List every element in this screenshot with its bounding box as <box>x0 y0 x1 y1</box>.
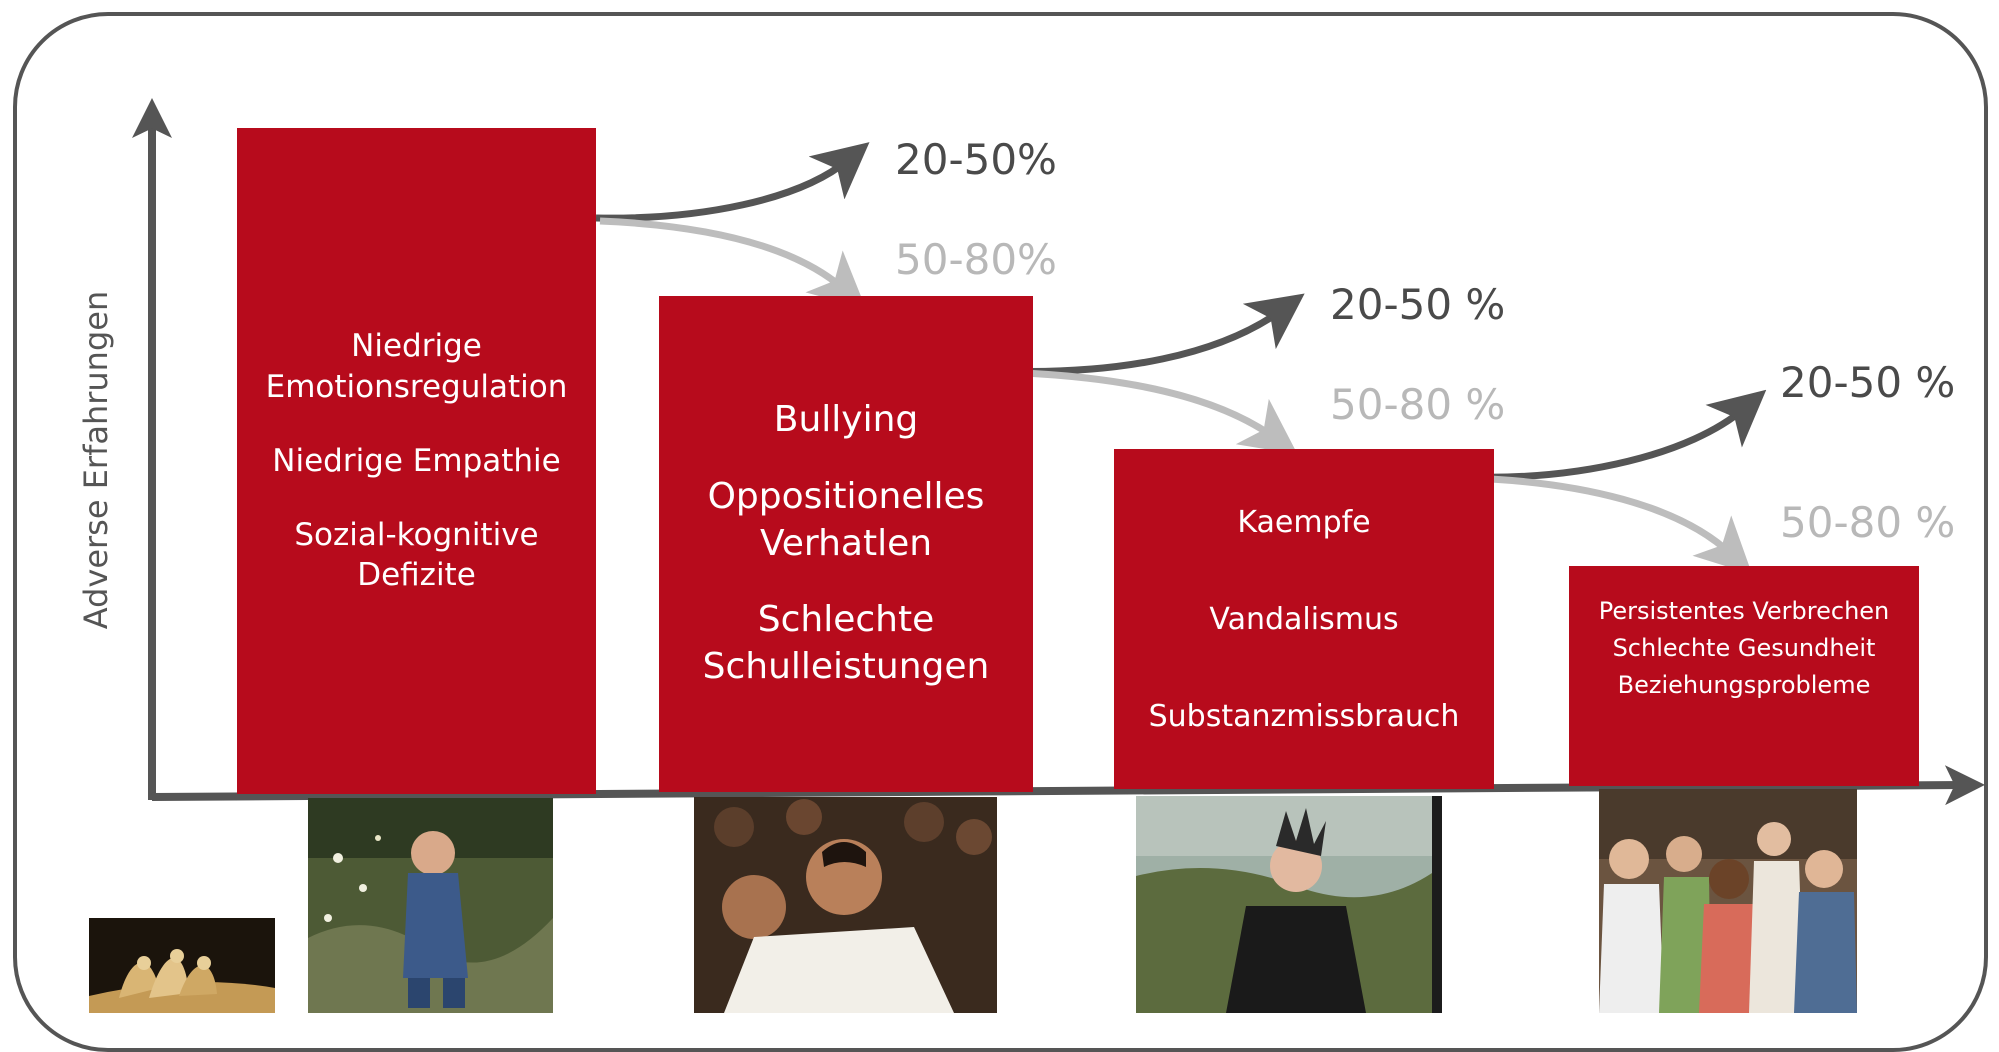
stage-2-item: Oppositionelles Verhatlen <box>707 475 985 564</box>
stage-box-4: Persistentes Verbrechen Schlechte Gesund… <box>1569 566 1919 786</box>
transition-2-down-label: 50-80 % <box>1330 380 1506 429</box>
young-adults-photo <box>1599 789 1857 1013</box>
arrow-down-2 <box>999 368 1298 455</box>
arrow-down-3 <box>1469 474 1753 575</box>
arrow-up-2 <box>999 293 1305 375</box>
punk-teen-photo <box>1136 796 1442 1013</box>
diagram-arrows <box>132 98 1985 806</box>
stage-4-item: Schlechte Gesundheit <box>1612 634 1876 663</box>
transition-3-up-label: 20-50 % <box>1780 358 1956 407</box>
stage-box-2: Bullying Oppositionelles Verhatlen Schle… <box>659 296 1033 792</box>
stage-box-1: Niedrige Emotionsregulation Niedrige Emp… <box>237 128 596 794</box>
transition-1-down-label: 50-80% <box>895 235 1057 284</box>
stage-1-item: Niedrige Emotionsregulation <box>265 328 568 405</box>
transition-2-up-label: 20-50 % <box>1330 280 1506 329</box>
arrow-up-3 <box>1469 389 1767 481</box>
schoolchildren-photo <box>694 797 997 1013</box>
transition-3-down-label: 50-80 % <box>1780 498 1956 547</box>
stage-3-item: Kaempfe <box>1237 504 1371 540</box>
stage-4-item: Beziehungsprobleme <box>1617 671 1871 700</box>
stage-2-item: Bullying <box>773 399 919 440</box>
stage-1-item: Sozial-kognitive Defizite <box>294 517 539 594</box>
stage-1-item: Niedrige Empathie <box>272 442 561 479</box>
stage-box-3: Kaempfe Vandalismus Substanzmissbrauch <box>1114 449 1494 789</box>
stage-2-item: Schlechte Schulleistungen <box>702 599 990 688</box>
stage-3-item: Substanzmissbrauch <box>1148 698 1460 734</box>
arrow-down-1 <box>599 217 866 309</box>
arrow-up-1 <box>595 142 870 222</box>
x-axis <box>151 765 1985 806</box>
stage-4-item: Persistentes Verbrechen <box>1598 597 1890 625</box>
stage-3-item: Vandalismus <box>1209 601 1399 637</box>
paper-figures-icon <box>89 918 275 1013</box>
y-axis-label: Adverse Erfahrungen <box>77 290 115 630</box>
toddler-photo <box>308 798 553 1013</box>
transition-1-up-label: 20-50% <box>895 135 1057 184</box>
